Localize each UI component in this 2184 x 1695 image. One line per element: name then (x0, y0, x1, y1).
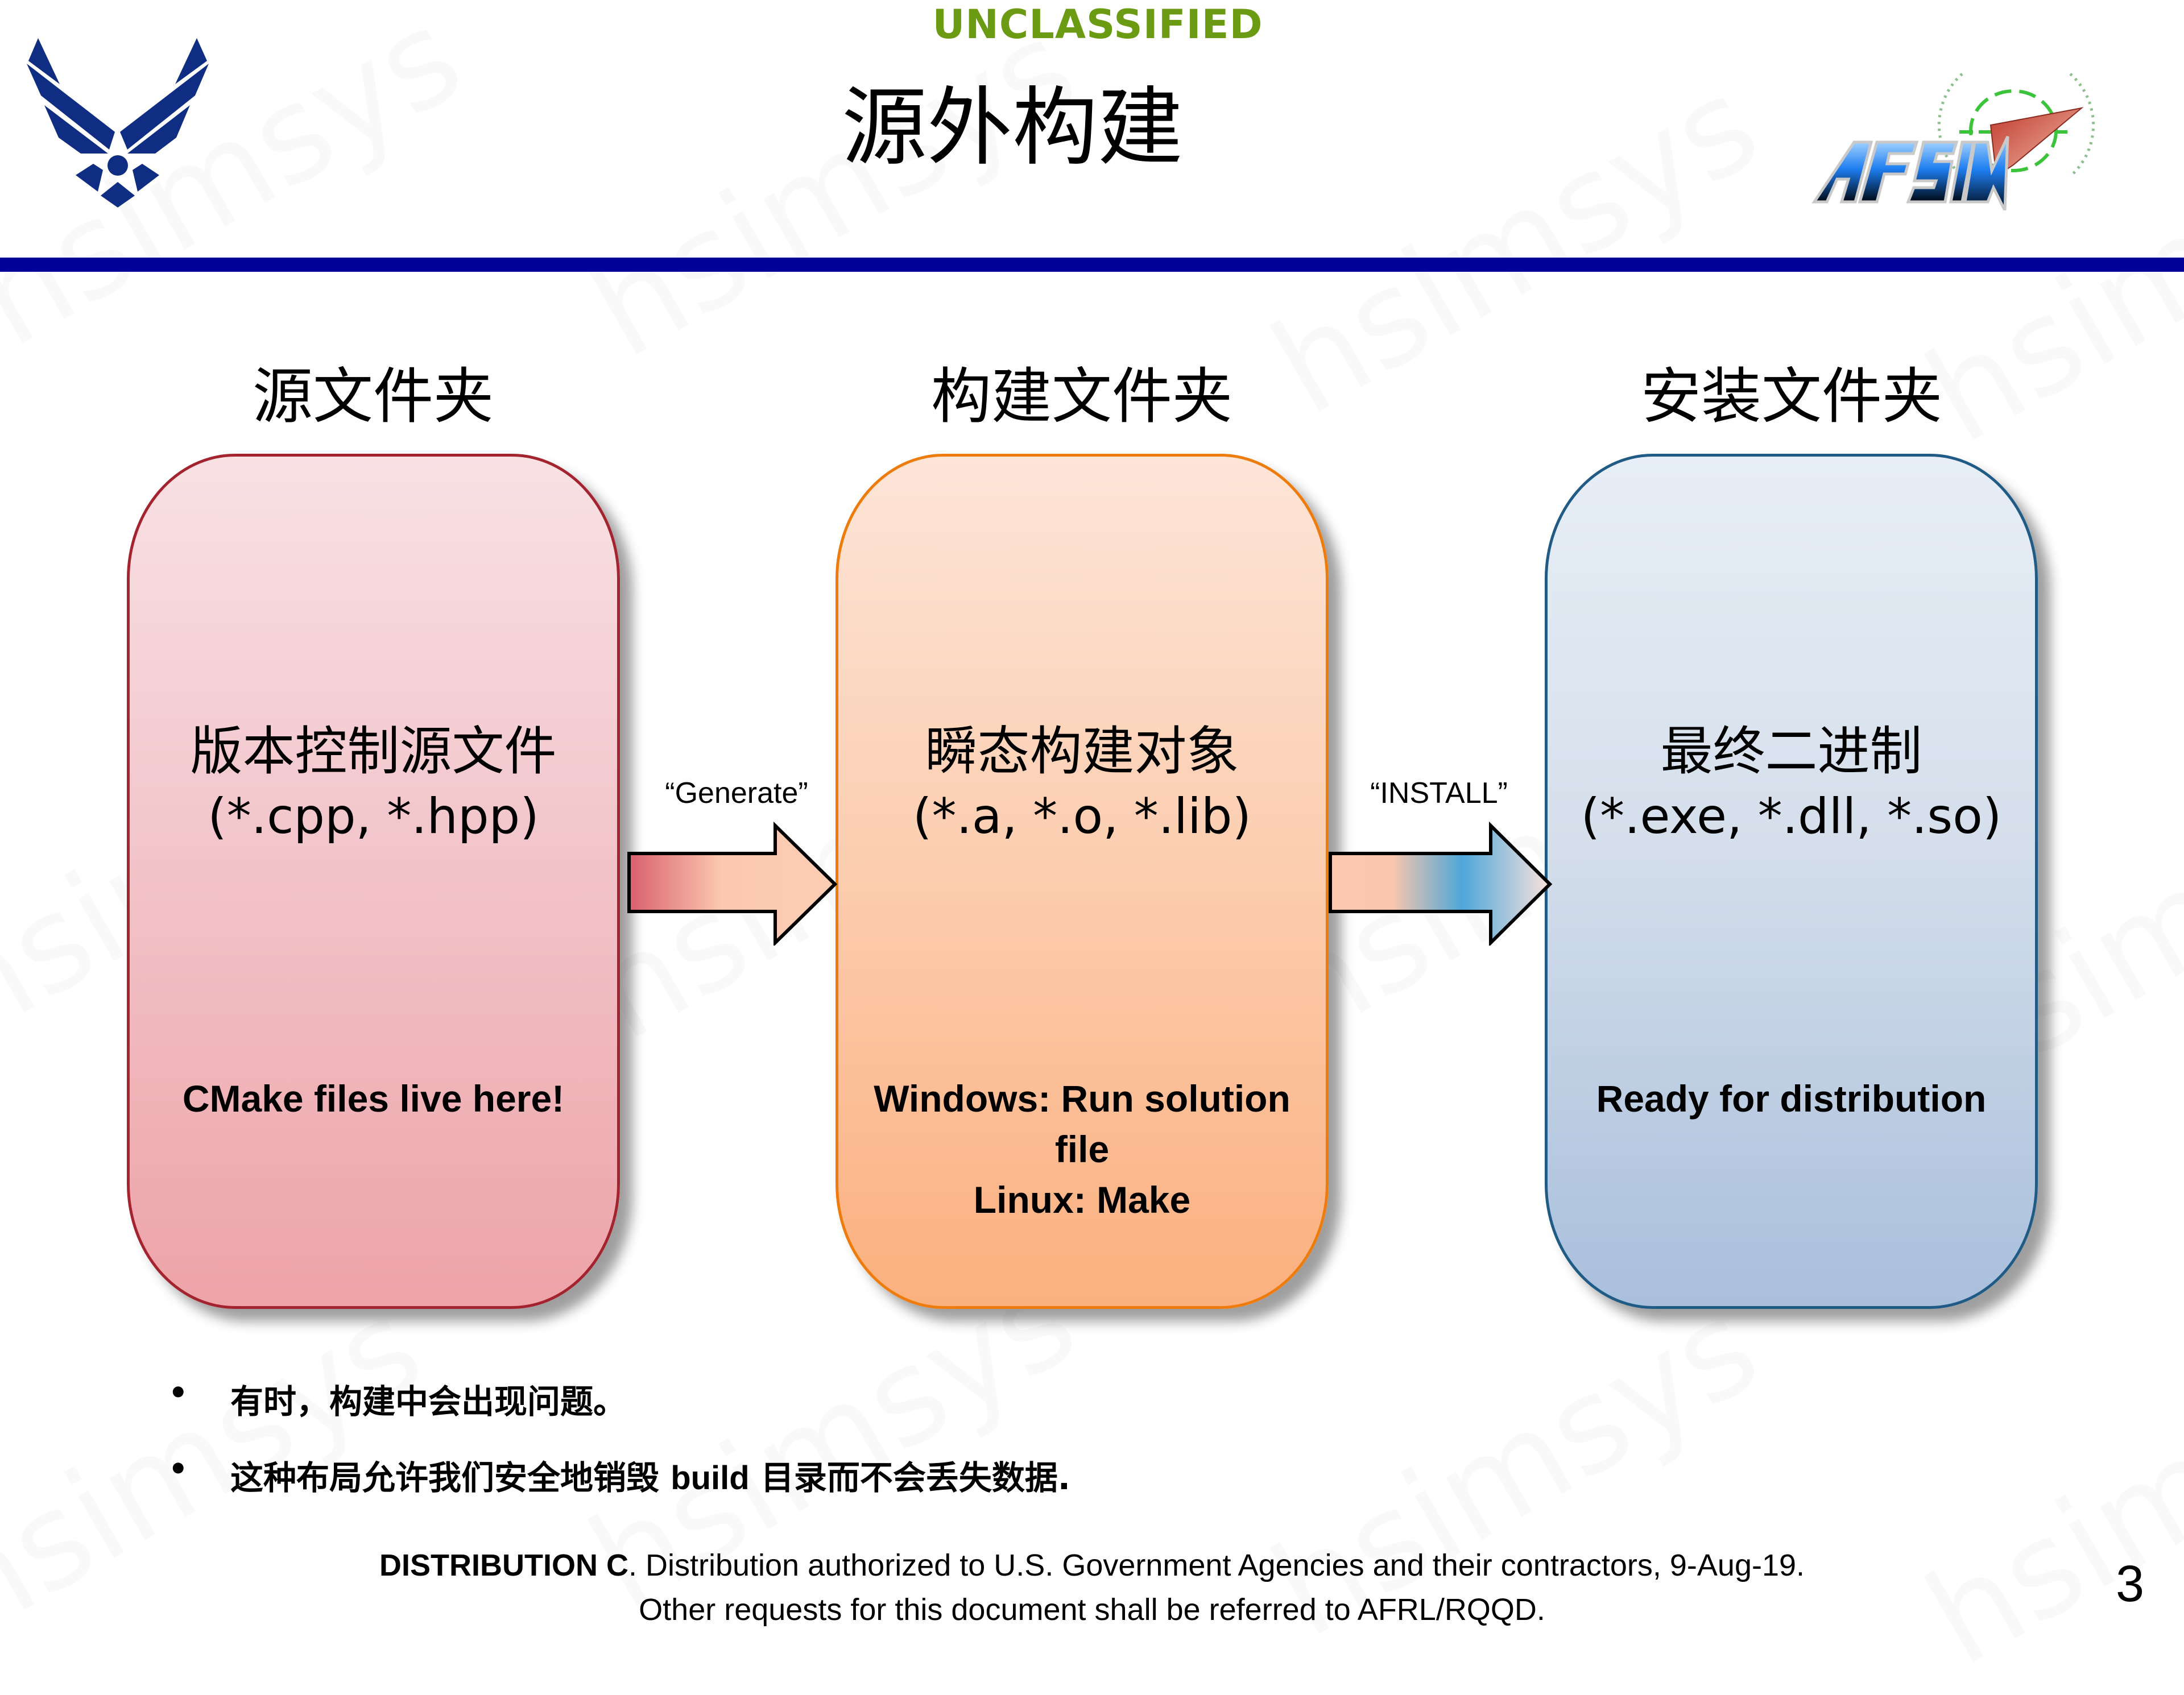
generate-arrow-icon (627, 821, 838, 946)
note-line: Linux: Make (973, 1179, 1191, 1221)
source-folder-note: CMake files live here! (141, 1074, 606, 1124)
header-divider (0, 258, 2184, 272)
source-folder-title: 源文件夹 (253, 362, 494, 432)
distribution-statement: DISTRIBUTION C. Distribution authorized … (284, 1548, 1900, 1583)
install-folder-description: 最终二进制 (1660, 721, 1922, 782)
note-line: file (1054, 1128, 1110, 1171)
bullet-text-part: 目录而不会丢失数据. (749, 1458, 1070, 1497)
distribution-label: DISTRIBUTION C (379, 1548, 628, 1582)
bullet-marker: • (168, 1375, 188, 1411)
build-folder-box: 瞬态构建对象 (*.a, *.o, *.lib) Windows: Run so… (835, 454, 1329, 1309)
install-folder-title: 安装文件夹 (1641, 362, 1942, 432)
build-folder-extensions: (*.a, *.o, *.lib) (912, 788, 1252, 845)
classification-banner: UNCLASSIFIED (932, 1, 1263, 48)
generate-arrow-label: “Generate” (665, 777, 808, 810)
note-line: Ready for distribution (1596, 1077, 1987, 1120)
watermark: hsimsys (1903, 1300, 2184, 1695)
install-folder-box: 最终二进制 (*.exe, *.dll, *.so) Ready for dis… (1545, 454, 2038, 1309)
note-line: Windows: Run solution (874, 1077, 1290, 1120)
install-folder-note: Ready for distribution (1559, 1074, 2024, 1124)
us-air-force-wings-icon (27, 38, 209, 208)
watermark: hsimsys (566, 0, 1100, 387)
build-folder-description: 瞬态构建对象 (925, 721, 1239, 782)
bullet-item: 有时，构建中会出现问题。 (230, 1382, 627, 1421)
bullet-item: 这种布局允许我们安全地销毁 build 目录而不会丢失数据. (230, 1451, 1070, 1499)
bullet-bold-term: build (671, 1460, 750, 1497)
afsim-plane-icon (1989, 107, 2084, 177)
source-folder-extensions: (*.cpp, *.hpp) (208, 788, 539, 845)
page-number: 3 (2116, 1556, 2145, 1613)
install-folder-extensions: (*.exe, *.dll, *.so) (1581, 788, 2002, 845)
build-folder-note: Windows: Run solution file Linux: Make (850, 1074, 1314, 1225)
slide-title: 源外构建 (841, 78, 1183, 177)
distribution-text: . Distribution authorized to U.S. Govern… (628, 1548, 1805, 1582)
build-folder-title: 构建文件夹 (931, 362, 1232, 432)
install-arrow-label: “INSTALL” (1370, 777, 1508, 810)
bullet-text-part: 这种布局允许我们安全地销毁 (230, 1458, 671, 1497)
bullet-marker: • (168, 1451, 188, 1487)
afsim-logo (1811, 73, 2095, 210)
source-folder-box: 版本控制源文件 (*.cpp, *.hpp) CMake files live … (127, 454, 620, 1309)
source-folder-description: 版本控制源文件 (190, 721, 557, 782)
note-line: CMake files live here! (182, 1077, 565, 1120)
install-arrow-icon (1329, 821, 1553, 946)
distribution-referral: Other requests for this document shall b… (639, 1593, 1545, 1627)
